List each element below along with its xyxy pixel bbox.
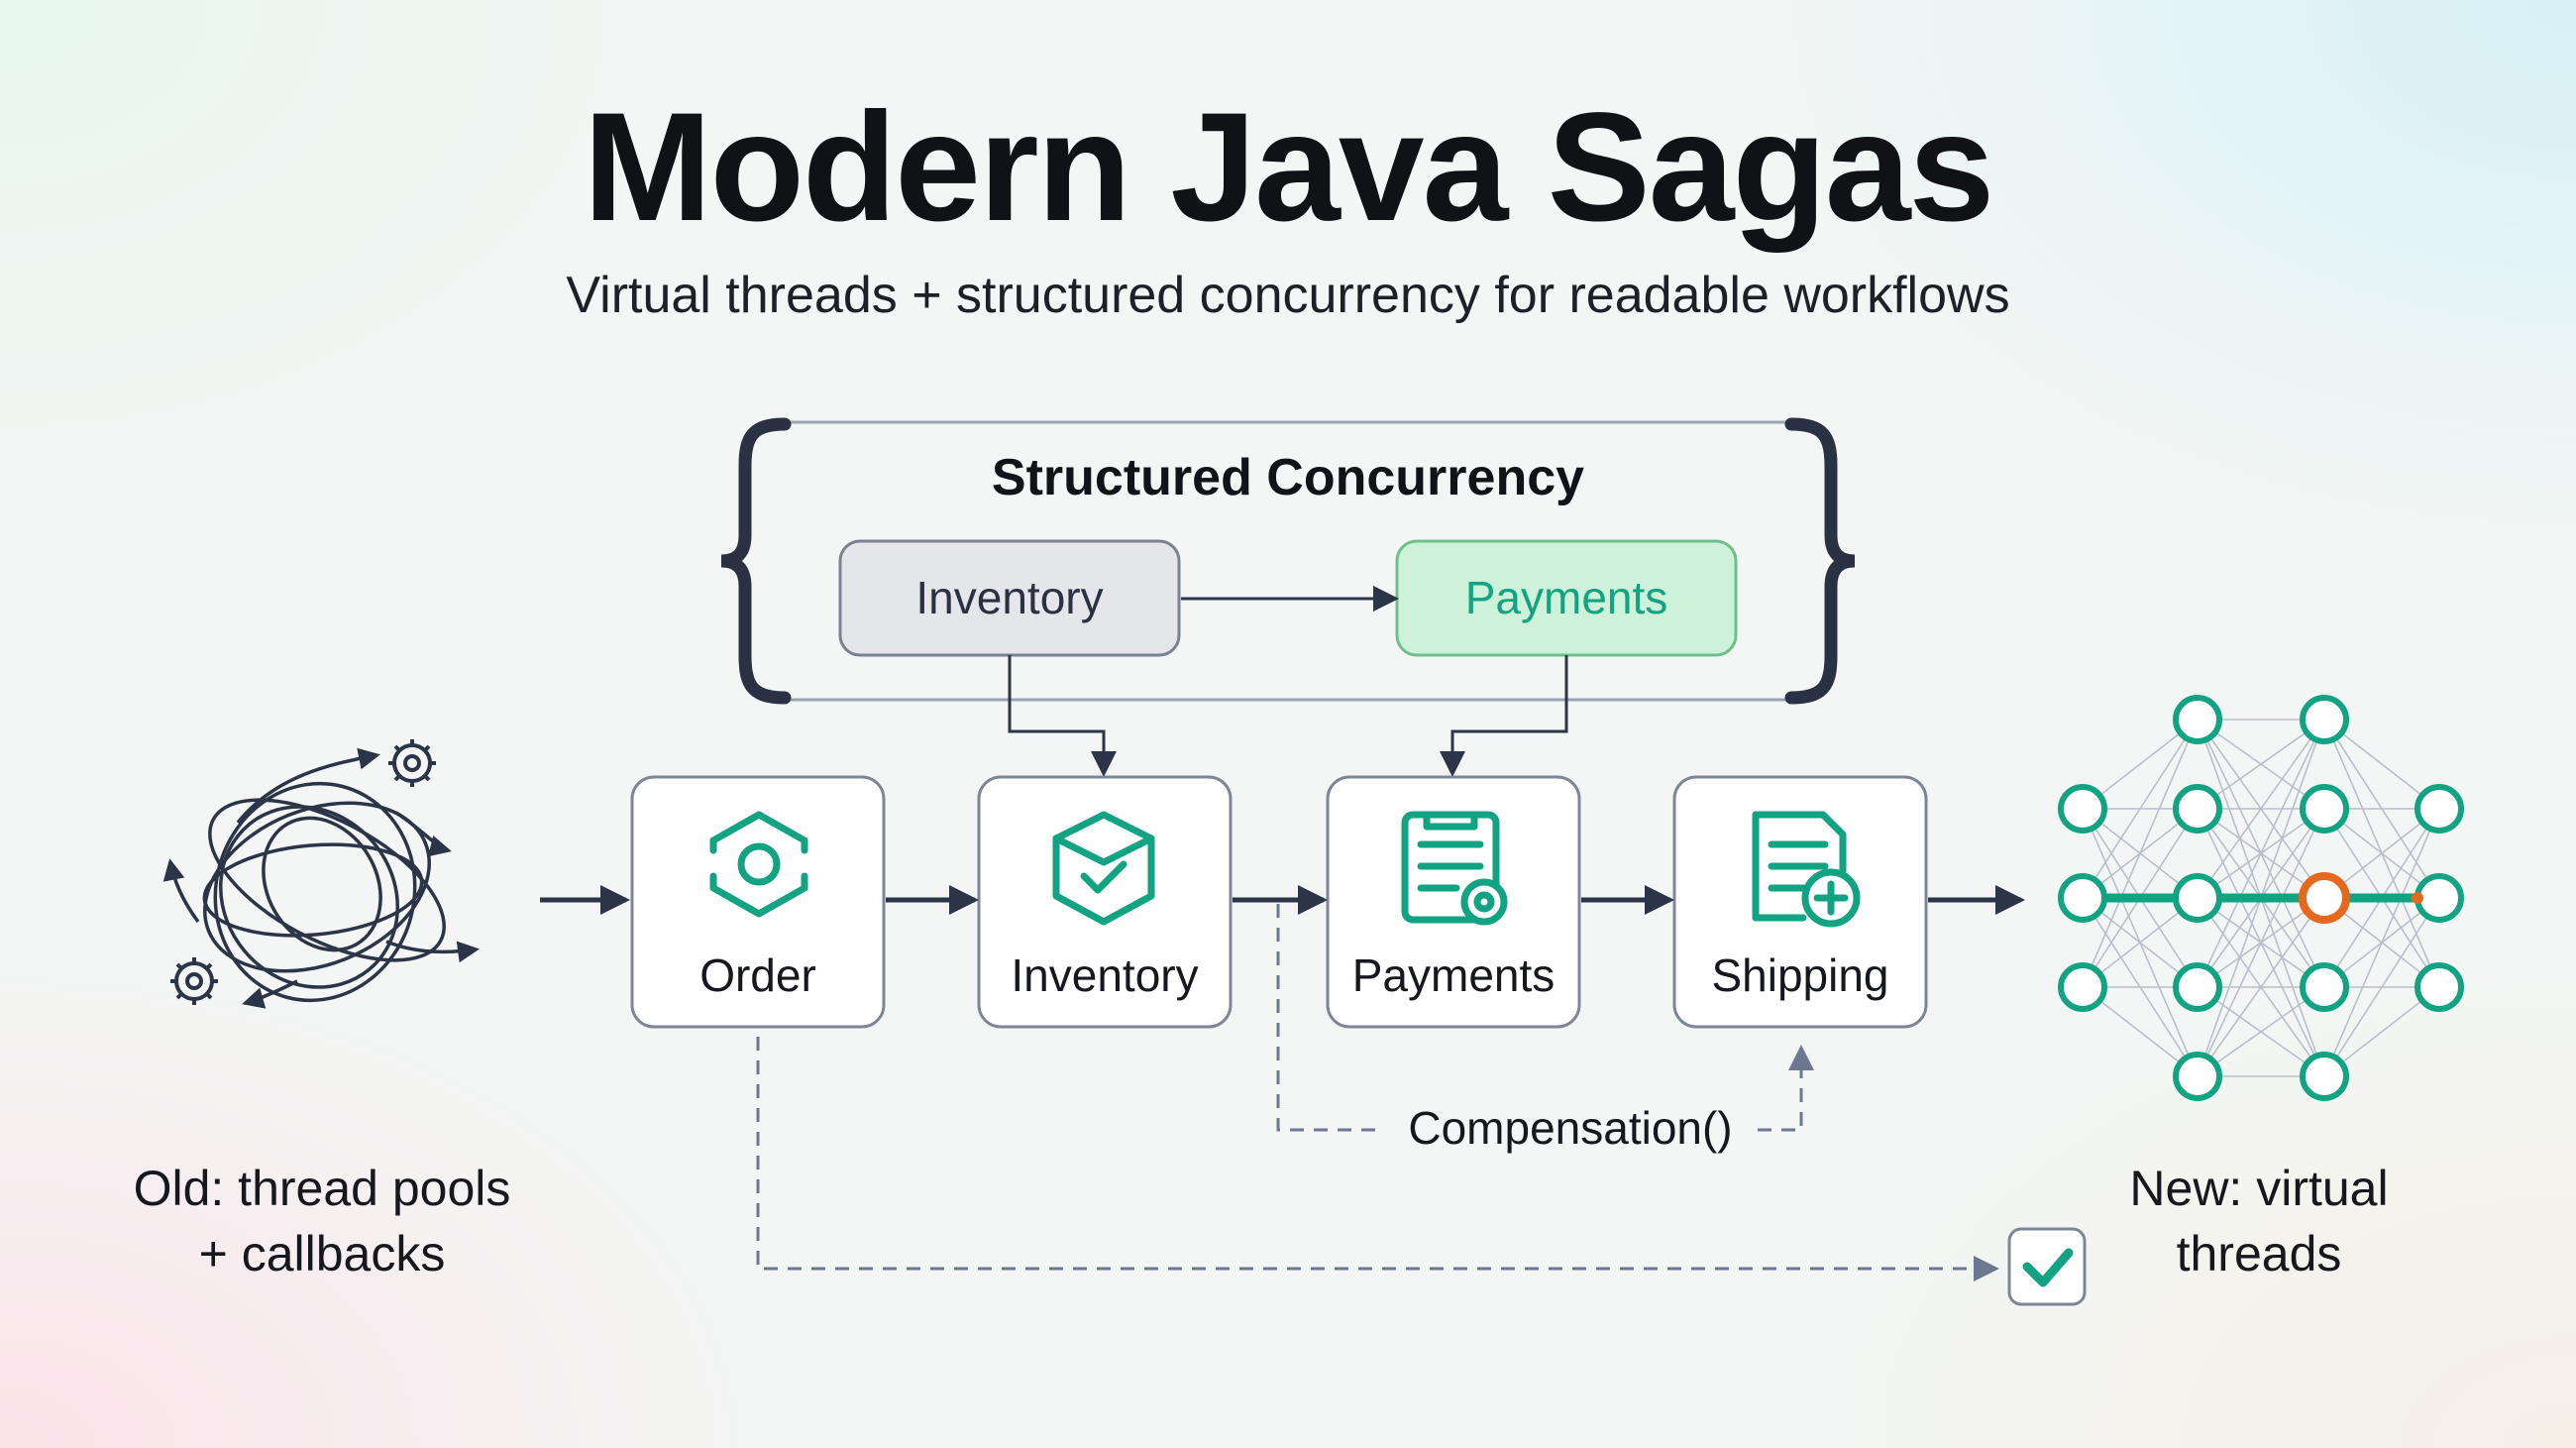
- network-edge: [2082, 719, 2199, 988]
- network-node: [2300, 695, 2349, 744]
- inventory-box: [977, 775, 1233, 1029]
- network-edge: [2197, 808, 2325, 1077]
- network-edge: [2197, 897, 2325, 1077]
- sc-payments-down-connector: [1440, 655, 1568, 777]
- payments-document-icon: [1401, 811, 1508, 926]
- network-node: [2173, 695, 2222, 744]
- tangled-threads-icon: [162, 747, 480, 1009]
- network-node: [2173, 962, 2222, 1012]
- new-caption: New: virtual threads: [2041, 1156, 2477, 1286]
- page-title: Modern Java Sagas: [583, 81, 1995, 254]
- shipping-label: Shipping: [1711, 949, 1889, 1001]
- network-node: [2300, 962, 2349, 1012]
- network-node-active: [2299, 872, 2350, 924]
- old-caption-line2: + callbacks: [198, 1226, 446, 1281]
- shipping-box: [1672, 775, 1928, 1029]
- network-edge: [2197, 719, 2325, 810]
- structured-concurrency-title: Structured Concurrency: [991, 449, 1585, 506]
- sc-inventory-label: Inventory: [915, 572, 1104, 623]
- old-caption: Old: thread pools + callbacks: [79, 1156, 565, 1286]
- compensation-path: [1276, 904, 1814, 1132]
- network-node: [2058, 873, 2107, 923]
- network-node: [2058, 784, 2107, 834]
- payments-box: [1326, 775, 1581, 1029]
- pipeline: [540, 775, 2025, 1029]
- inventory-label: Inventory: [1011, 949, 1199, 1001]
- network-signal-dot: [2412, 892, 2423, 904]
- new-caption-line1: New: virtual: [2129, 1161, 2389, 1216]
- new-caption-line2: threads: [2176, 1226, 2342, 1281]
- right-brace-icon: [1784, 417, 1856, 705]
- inventory-box-check-icon: [1052, 811, 1155, 926]
- virtual-threads-network-icon: [2058, 695, 2464, 1101]
- network-node: [2173, 784, 2222, 834]
- left-brace-icon: [720, 417, 792, 705]
- completion-dashed-path: [756, 1037, 1999, 1281]
- network-node: [2300, 1052, 2349, 1101]
- check-icon: [2022, 1248, 2074, 1287]
- network-node: [2415, 784, 2464, 834]
- network-node: [2173, 873, 2222, 923]
- old-caption-line1: Old: thread pools: [133, 1161, 511, 1216]
- order-box: [630, 775, 886, 1029]
- network-node: [2058, 962, 2107, 1012]
- network-edge: [2197, 719, 2325, 988]
- network-edge: [2323, 897, 2440, 1077]
- network-edge: [2323, 808, 2440, 1077]
- sc-payments-label: Payments: [1464, 572, 1668, 623]
- gear-icon: [388, 739, 436, 787]
- page-subtitle: Virtual threads + structured concurrency…: [566, 267, 2010, 324]
- network-node: [2415, 962, 2464, 1012]
- order-label: Order: [699, 949, 816, 1001]
- order-hexagon-icon: [709, 811, 808, 918]
- payments-label: Payments: [1351, 949, 1556, 1001]
- gear-icon-2: [170, 957, 218, 1005]
- compensation-label: Compensation(): [1408, 1102, 1733, 1154]
- completion-check-box: [2007, 1227, 2087, 1306]
- network-node: [2173, 1052, 2222, 1101]
- structured-concurrency-group: [720, 417, 1856, 777]
- sc-inventory-down-connector: [1008, 655, 1117, 777]
- network-edge: [2082, 719, 2199, 899]
- network-edge: [2197, 719, 2325, 899]
- network-node: [2300, 784, 2349, 834]
- network-edge: [2197, 986, 2325, 1077]
- network-node: [2415, 873, 2464, 923]
- shipping-document-plus-icon: [1752, 811, 1861, 928]
